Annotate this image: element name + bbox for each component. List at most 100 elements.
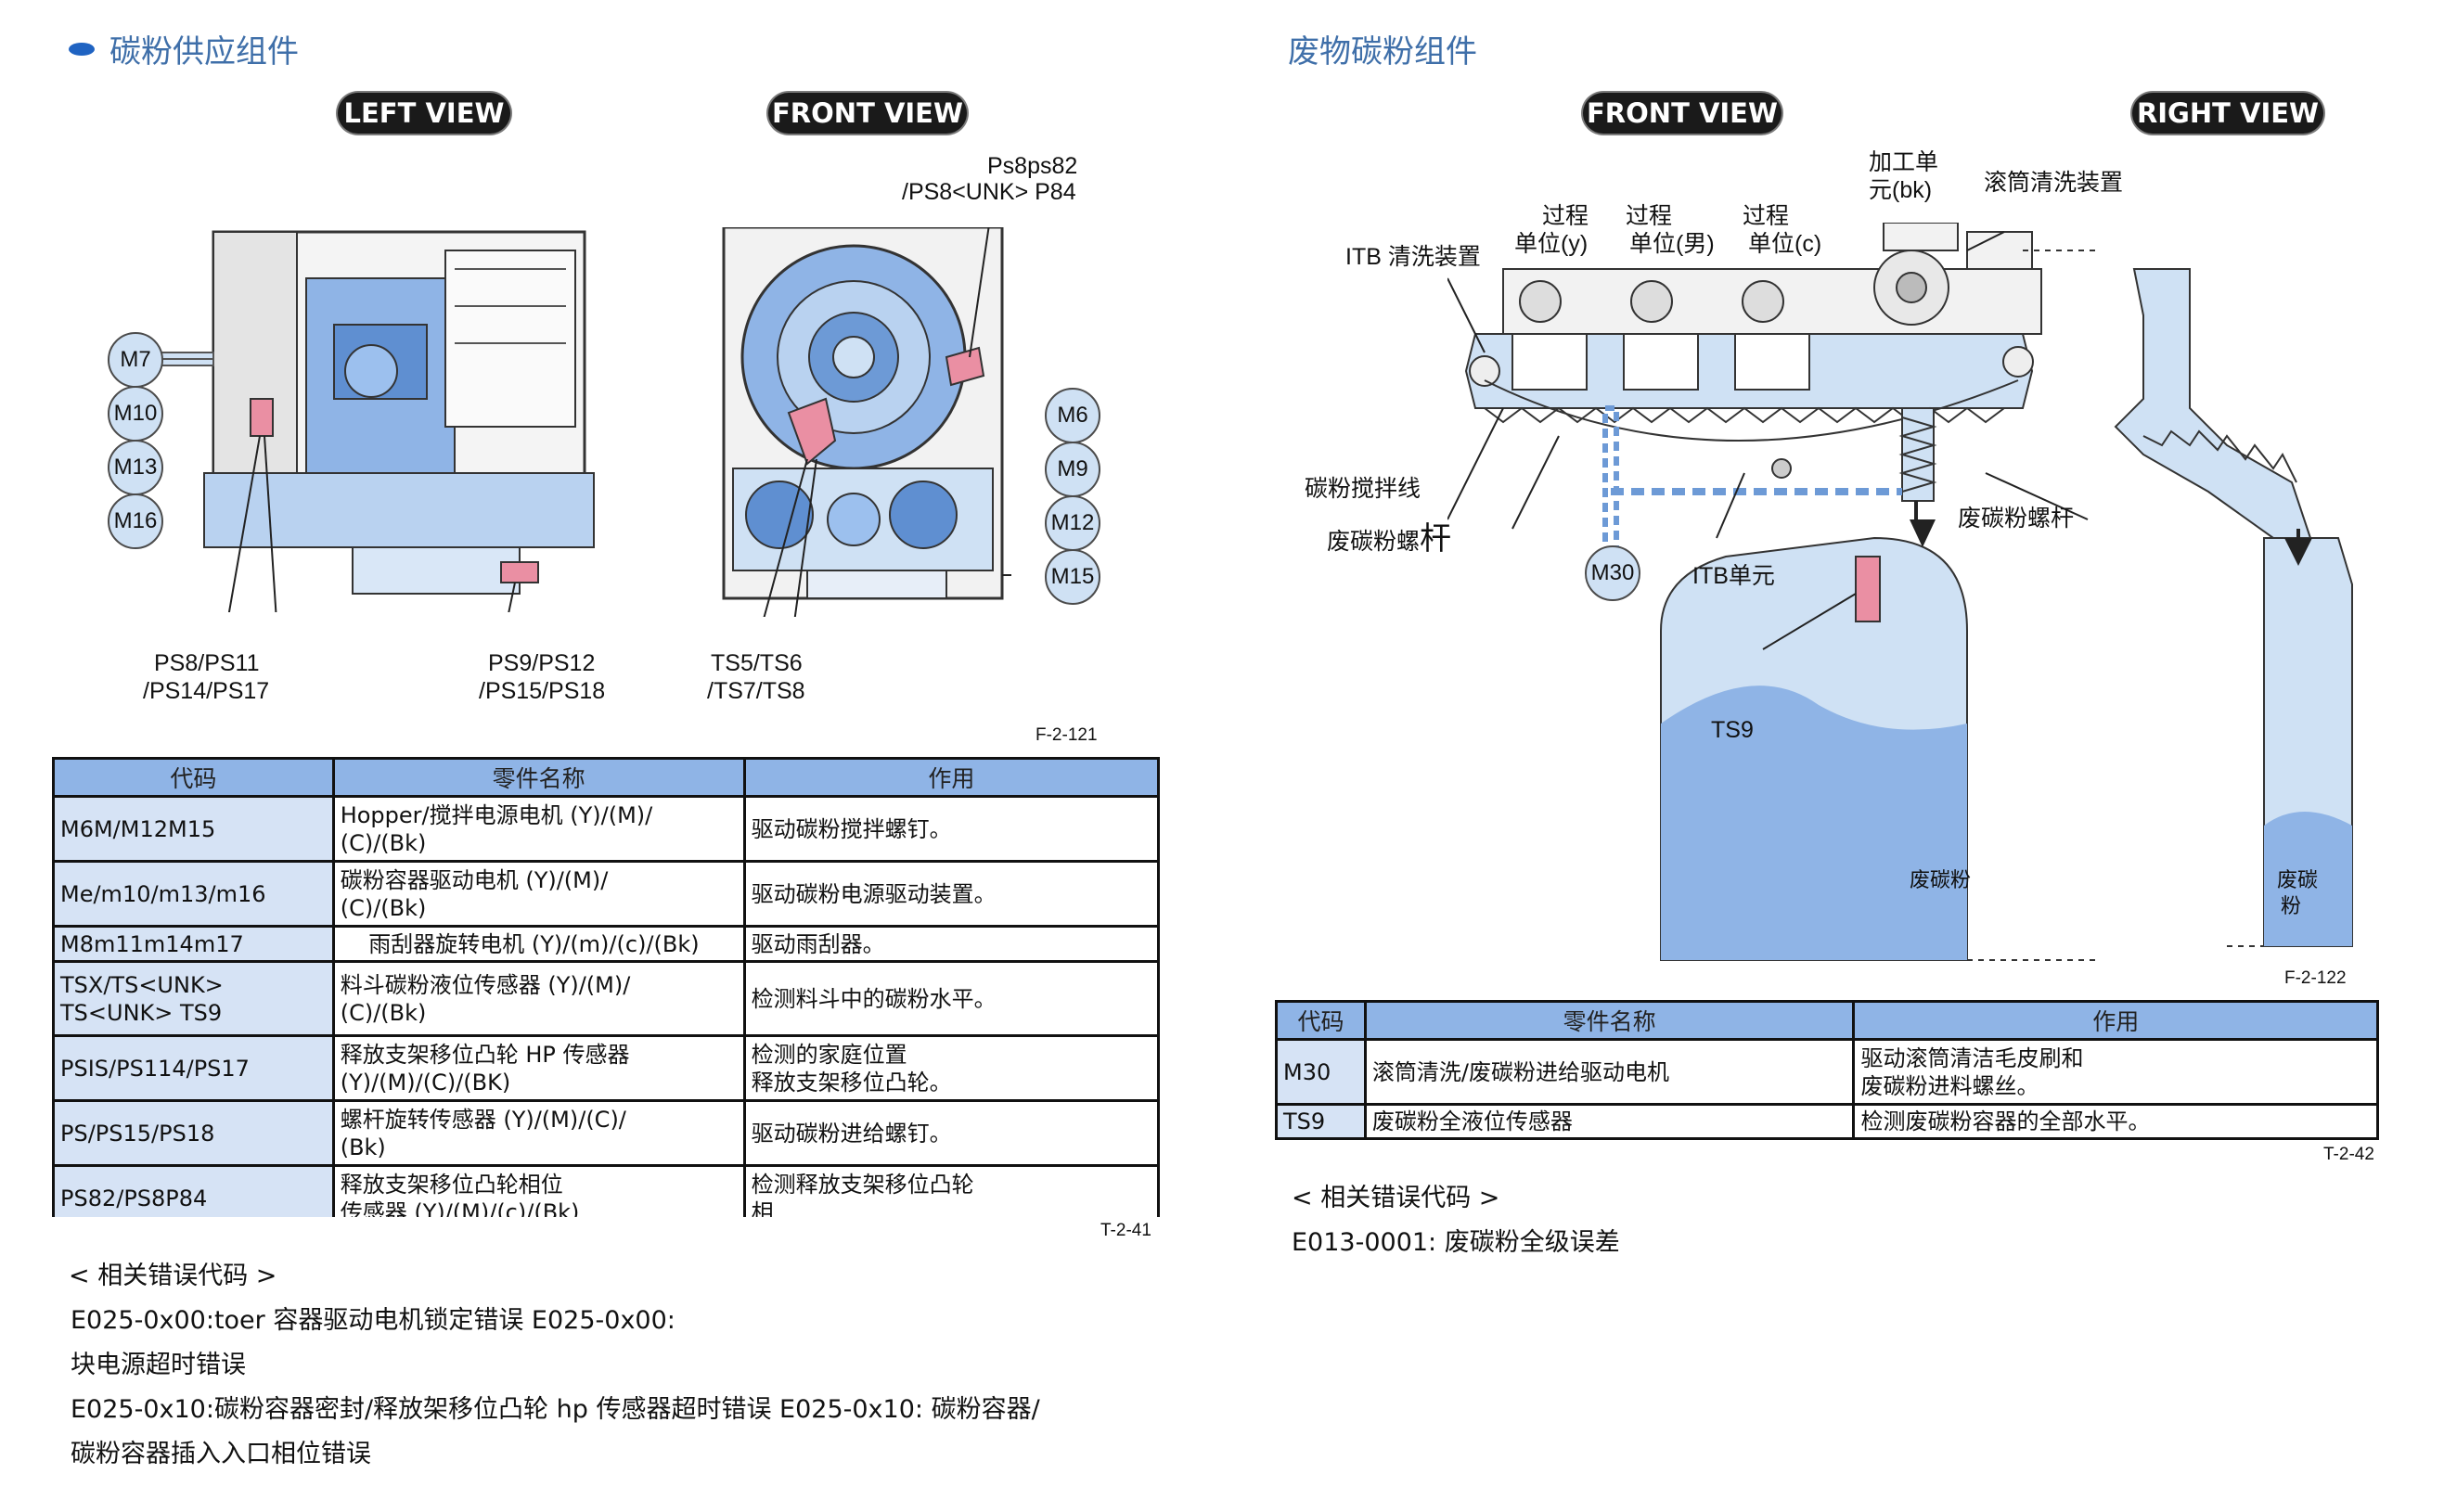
motor-m15: M15 (1045, 549, 1100, 605)
waste-right-illustration (2114, 268, 2353, 947)
col-function-right: 作用 (1852, 1000, 2379, 1041)
toner-supply-title: 碳粉供应组件 (109, 33, 299, 70)
right-error-line-1: E013-0001: 废碳粉全级误差 (1292, 1228, 1620, 1257)
figure-ref-left: F-2-121 (1035, 725, 1098, 745)
table-row: M8m11m14m17 雨刮器旋转电机 (Y)/(m)/(c)/(Bk)驱动雨刮… (52, 925, 1160, 963)
col-part-name: 零件名称 (331, 757, 746, 798)
table-ref-left: T-2-41 (1100, 1221, 1151, 1240)
motor-m6: M6 (1045, 388, 1100, 443)
cell-name: 碳粉容器驱动电机 (Y)/(M)/ (C)/(Bk) (331, 860, 746, 928)
cell-code: TS9 (1275, 1103, 1367, 1140)
motor-m9: M9 (1045, 442, 1100, 497)
label-process-m-1: 过程 (1626, 203, 1673, 229)
front-view-badge-right: FRONT VIEW (1583, 93, 1782, 134)
cell-code: PS82/PS8P84 (52, 1164, 335, 1217)
cell-func: 驱动碳粉电源驱动装置。 (742, 860, 1160, 928)
col-part-name-right: 零件名称 (1363, 1000, 1856, 1041)
right-view-badge: RIGHT VIEW (2132, 93, 2323, 134)
left-view-illustration (148, 230, 595, 612)
col-code-right: 代码 (1275, 1000, 1367, 1041)
left-errors-title: < 相关错误代码 > (69, 1262, 277, 1290)
label-waste-screw-right: 废碳粉螺杆 (1958, 506, 2075, 532)
cell-name: 螺杆旋转传感器 (Y)/(M)/(C)/ (Bk) (331, 1099, 746, 1167)
cell-code: Me/m10/m13/m16 (52, 860, 335, 928)
label-ps9-ps12: PS9/PS12 (488, 650, 596, 676)
label-process-unit-bk-2: 元(bk) (1869, 177, 1933, 203)
cell-code: M30 (1275, 1038, 1367, 1106)
waste-toner-title: 废物碳粉组件 (1288, 33, 1477, 70)
label-toner-stir: 碳粉搅拌线 (1305, 476, 1421, 502)
cell-func: 驱动雨刮器。 (742, 925, 1160, 963)
cell-code: TSX/TS<UNK> TS<UNK> TS9 (52, 960, 335, 1037)
label-itb-cleaning: ITB 清洗装置 (1345, 244, 1481, 270)
label-process-c-2: 单位(c) (1748, 231, 1822, 257)
cell-func: 检测释放支架移位凸轮 相 (742, 1164, 1160, 1217)
left-error-line-2: 块电源超时错误 (71, 1351, 246, 1379)
motor-m16: M16 (108, 493, 163, 549)
motor-m10: M10 (108, 386, 163, 442)
motor-m13: M13 (108, 440, 163, 495)
label-process-unit-bk-1: 加工单 (1869, 149, 1939, 175)
cell-code: M6M/M12M15 (52, 795, 335, 863)
cell-name: 料斗碳粉液位传感器 (Y)/(M)/ (C)/(Bk) (331, 960, 746, 1037)
col-function: 作用 (742, 757, 1160, 798)
cell-code: PSIS/PS114/PS17 (52, 1034, 335, 1102)
label-ts7-ts8: /TS7/TS8 (707, 678, 805, 704)
waste-front-illustration (1447, 223, 2097, 961)
cell-func: 检测料斗中的碳粉水平。 (742, 960, 1160, 1037)
label-ps8unk: /PS8<UNK> P84 (902, 179, 1076, 205)
cell-func: 驱动碳粉进给螺钉。 (742, 1099, 1160, 1167)
label-ps8-ps11: PS8/PS11 (154, 650, 260, 676)
label-process-y-2: 单位(y) (1514, 231, 1589, 257)
cell-func: 检测的家庭位置 释放支架移位凸轮。 (742, 1034, 1160, 1102)
left-view-badge: LEFT VIEW (338, 93, 510, 134)
motor-m30: M30 (1585, 545, 1640, 601)
label-process-y-1: 过程 (1542, 203, 1589, 229)
cell-name: 废碳粉全液位传感器 (1363, 1103, 1856, 1140)
front-view-illustration-left (722, 227, 1011, 617)
section-bullet (69, 43, 95, 56)
cell-name: Hopper/搅拌电源电机 (Y)/(M)/ (C)/(Bk) (331, 795, 746, 863)
cell-func: 驱动滚筒清洁毛皮刷和 废碳粉进料螺丝。 (1852, 1038, 2379, 1106)
label-waste-toner-a: 废碳粉 (1910, 868, 1972, 891)
col-code: 代码 (52, 757, 335, 798)
label-waste-toner-b2: 粉 (2281, 894, 2302, 917)
label-process-c-1: 过程 (1743, 203, 1790, 229)
front-view-badge-left: FRONT VIEW (768, 93, 967, 134)
label-ps8ps82: Ps8ps82 (987, 153, 1078, 179)
figure-ref-right: F-2-122 (2284, 968, 2347, 988)
label-process-m-2: 单位(男) (1629, 231, 1715, 257)
label-ts5-ts6: TS5/TS6 (711, 650, 803, 676)
label-ps15-ps18: /PS15/PS18 (479, 678, 606, 704)
label-waste-screw-left: 废碳粉螺杆 (1327, 521, 1452, 557)
cell-name: 释放支架移位凸轮相位 传感器 (Y)/(M)/(c)/(Bk) (331, 1164, 746, 1217)
cell-name: 滚筒清洗/废碳粉进给驱动电机 (1363, 1038, 1856, 1106)
cell-name: 释放支架移位凸轮 HP 传感器 (Y)/(M)/(C)/(BK) (331, 1034, 746, 1102)
right-errors-title: < 相关错误代码 > (1292, 1184, 1500, 1212)
cell-func: 检测废碳粉容器的全部水平。 (1852, 1103, 2379, 1140)
left-error-line-4: 碳粉容器插入入口相位错误 (71, 1440, 371, 1468)
label-ts9: TS9 (1711, 717, 1754, 743)
motor-m12: M12 (1045, 495, 1100, 551)
label-waste-toner-b1: 废碳 (2277, 868, 2319, 891)
label-drum-cleaning: 滚筒清洗装置 (1984, 170, 2124, 196)
motor-m7: M7 (108, 332, 163, 388)
table-ref-right: T-2-42 (2323, 1145, 2374, 1164)
cell-func: 驱动碳粉搅拌螺钉。 (742, 795, 1160, 863)
cell-code: PS/PS15/PS18 (52, 1099, 335, 1167)
label-itb-unit: ITB单元 (1692, 563, 1775, 589)
label-ps14-ps17: /PS14/PS17 (143, 678, 270, 704)
cell-name: 雨刮器旋转电机 (Y)/(m)/(c)/(Bk) (331, 925, 746, 963)
left-error-line-1: E025-0x00:toer 容器驱动电机锁定错误 E025-0x00: (71, 1306, 675, 1335)
left-error-line-3: E025-0x10:碳粉容器密封/释放架移位凸轮 hp 传感器超时错误 E025… (71, 1395, 1040, 1424)
